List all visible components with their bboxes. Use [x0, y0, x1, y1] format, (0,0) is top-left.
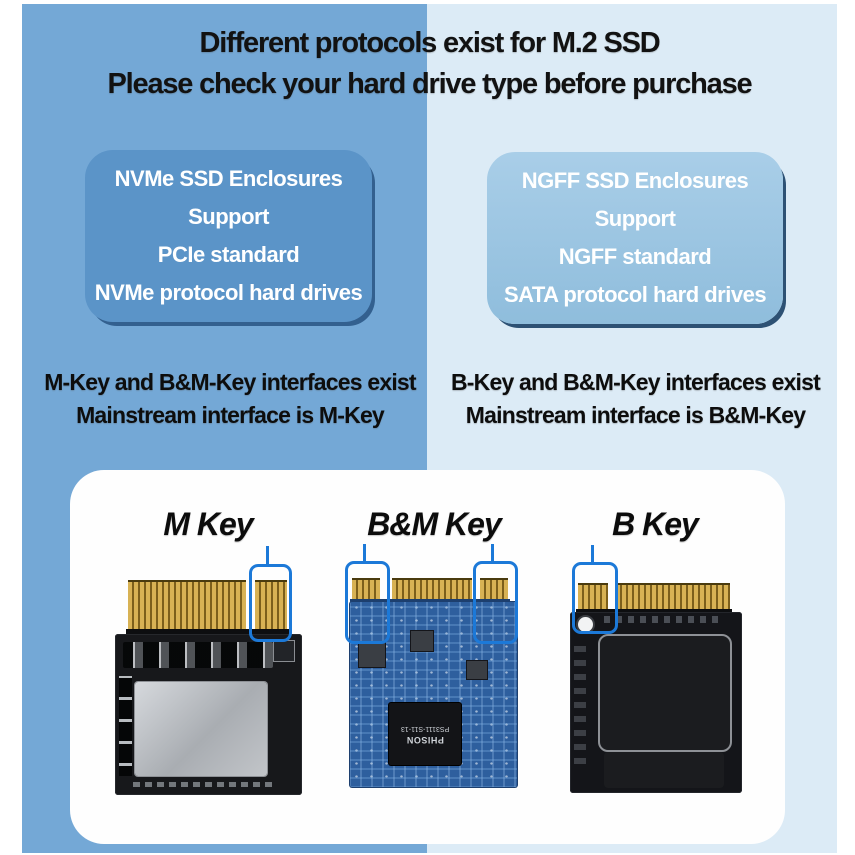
- nvme-note-line1: M-Key and B&M-Key interfaces exist: [44, 369, 416, 395]
- nvme-key-note: M-Key and B&M-Key interfaces exist Mains…: [35, 366, 425, 432]
- nvme-card-line: PCIe standard: [157, 242, 300, 267]
- bm-notch-callout-line-right: [491, 544, 494, 562]
- m-notch-callout-line: [266, 546, 269, 565]
- b-ssd-photo: [570, 612, 742, 793]
- ngff-card-line: SATA protocol hard drives: [503, 282, 767, 307]
- phison-model: PS3111-S11-13: [400, 725, 450, 732]
- m-ssd-bottom-markings: [133, 782, 273, 787]
- ngff-card-line: Support: [594, 206, 676, 231]
- ngff-note-line1: B-Key and B&M-Key interfaces exist: [450, 369, 821, 395]
- nvme-card-line: Support: [188, 204, 269, 229]
- bm-ssd-small-chip: [411, 631, 433, 651]
- m-ssd-notch-fingers: [255, 580, 287, 636]
- b-ssd-label-lower: [604, 752, 724, 788]
- bm-ssd-small-chip: [467, 661, 487, 679]
- m-ssd-silver-label: [135, 682, 267, 776]
- m-ssd-connector-fingers: [128, 580, 246, 636]
- bm-notch-bracket-right: [473, 561, 518, 644]
- nvme-card-line: NVMe protocol hard drives: [94, 280, 363, 305]
- b-ssd-connector-base: [576, 609, 732, 614]
- nvme-card-line: NVMe SSD Enclosures: [114, 166, 343, 191]
- m-ssd-photo: [115, 634, 302, 795]
- page-title-line1: Different protocols exist for M.2 SSD: [199, 27, 661, 59]
- ngff-enclosure-card: NGFF SSD Enclosures Support NGFF standar…: [487, 152, 783, 324]
- b-notch-bracket: [572, 562, 618, 634]
- b-ssd-top-components: [604, 616, 724, 623]
- page-title-line2: Please check your hard drive type before…: [107, 68, 753, 100]
- m-key-label: M Key: [163, 506, 253, 542]
- nvme-enclosure-card: NVMe SSD Enclosures Support PCIe standar…: [85, 150, 372, 322]
- b-notch-callout-line: [591, 545, 594, 563]
- bottom-margin: [0, 853, 855, 855]
- ngff-card-line: NGFF SSD Enclosures: [521, 168, 749, 193]
- ngff-note-line2: Mainstream interface is B&M-Key: [465, 402, 806, 428]
- bm-key-label: B&M Key: [367, 506, 501, 542]
- m-ssd-small-chip: [273, 640, 295, 662]
- b-ssd-black-label: [598, 634, 732, 752]
- m-ssd-side-components: [119, 676, 132, 776]
- b-ssd-screw-hole: [578, 617, 593, 632]
- m-ssd-connector-base: [126, 629, 290, 638]
- bm-ssd-photo: PHISON PS3111-S11-13: [349, 601, 518, 788]
- ngff-card-line: NGFF standard: [558, 244, 712, 269]
- phison-chip-text: PHISON PS3111-S11-13: [401, 723, 449, 745]
- ngff-key-note: B-Key and B&M-Key interfaces exist Mains…: [448, 366, 823, 432]
- m-notch-bracket: [249, 564, 292, 642]
- bm-ssd-small-chip: [359, 643, 385, 667]
- phison-brand: PHISON: [406, 735, 444, 745]
- b-ssd-side-components: [574, 644, 586, 764]
- bm-notch-callout-line-left: [363, 544, 366, 562]
- bm-notch-bracket-left: [345, 561, 390, 644]
- m-ssd-capacitors: [123, 642, 273, 668]
- nvme-note-line2: Mainstream interface is M-Key: [76, 402, 385, 428]
- b-key-label: B Key: [612, 506, 699, 542]
- phison-controller-chip: PHISON PS3111-S11-13: [389, 703, 461, 765]
